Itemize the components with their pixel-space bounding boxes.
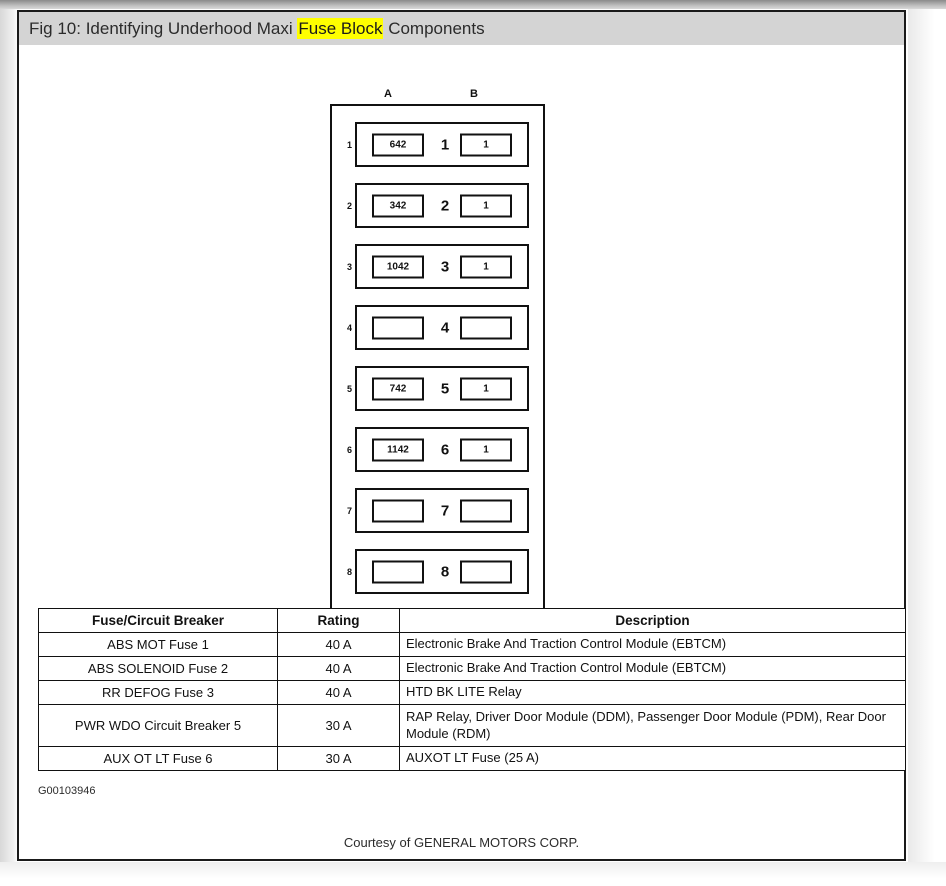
- figure-code: G00103946: [38, 785, 96, 797]
- backdrop-bottom-margin: [0, 862, 946, 886]
- fuse-slot-a: 1042: [372, 255, 424, 278]
- fuse-row-index: 7: [346, 505, 352, 516]
- column-header-b: B: [470, 88, 478, 100]
- cell-rating: 40 A: [277, 680, 400, 705]
- cell-rating: 40 A: [277, 632, 400, 657]
- cell-fuse-circuit-breaker: AUX OT LT Fuse 6: [38, 746, 278, 771]
- fuse-slot-a: 342: [372, 194, 424, 217]
- cell-rating: 40 A: [277, 656, 400, 681]
- cell-fuse-circuit-breaker: ABS SOLENOID Fuse 2: [38, 656, 278, 681]
- page-title: Fig 10: Identifying Underhood Maxi Fuse …: [29, 17, 485, 39]
- fuse-slot-a: [372, 560, 424, 583]
- cell-description: Electronic Brake And Traction Control Mo…: [399, 632, 906, 657]
- fuse-row-number: 4: [440, 319, 450, 336]
- fuse-row-number: 3: [440, 258, 450, 275]
- fuse-row-index: 6: [346, 444, 352, 455]
- fuse-slot-a: 742: [372, 377, 424, 400]
- fuse-slot-b: [460, 560, 512, 583]
- fuse-slot-a: [372, 316, 424, 339]
- title-prefix: Fig 10: Identifying Underhood Maxi: [29, 18, 298, 38]
- spec-table-head: Fuse/Circuit Breaker Rating Description: [38, 608, 906, 633]
- spec-table-header-row: Fuse/Circuit Breaker Rating Description: [38, 608, 906, 633]
- cell-fuse-circuit-breaker: RR DEFOG Fuse 3: [38, 680, 278, 705]
- cell-description: Electronic Brake And Traction Control Mo…: [399, 656, 906, 681]
- courtesy-line: Courtesy of GENERAL MOTORS CORP.: [343, 835, 580, 850]
- fuse-spec-table: Fuse/Circuit Breaker Rating Description …: [38, 608, 906, 771]
- column-header-a: A: [384, 88, 392, 100]
- cell-rating: 30 A: [277, 704, 400, 747]
- cell-rating: 30 A: [277, 746, 400, 771]
- fuse-row-index: 2: [346, 200, 352, 211]
- fuse-slot-b: 1: [460, 255, 512, 278]
- fuse-row-number: 6: [440, 441, 450, 458]
- fuse-row-index: 3: [346, 261, 352, 272]
- fuse-row-number: 8: [440, 563, 450, 580]
- fuse-slot-b: 1: [460, 194, 512, 217]
- cell-description: AUXOT LT Fuse (25 A): [399, 746, 906, 771]
- fuse-row-number: 2: [440, 197, 450, 214]
- backdrop-right-margin: [908, 9, 946, 886]
- fuse-row-number: 1: [440, 136, 450, 153]
- fuse-slot-b: 1: [460, 377, 512, 400]
- fuse-row-index: 4: [346, 322, 352, 333]
- fuse-slot-b: 1: [460, 133, 512, 156]
- fuse-slot-b: 1: [460, 438, 512, 461]
- fuse-row-number: 5: [440, 380, 450, 397]
- fuse-slot-a: [372, 499, 424, 522]
- fuse-row-index: 8: [346, 566, 352, 577]
- fuse-slot-b: [460, 499, 512, 522]
- column-header-description: Description: [399, 608, 906, 633]
- fuse-slot-a: 642: [372, 133, 424, 156]
- fuse-row-index: 1: [346, 139, 352, 150]
- column-header-fuse-circuit-breaker: Fuse/Circuit Breaker: [38, 608, 278, 633]
- title-highlight: Fuse Block: [297, 17, 384, 39]
- fuse-block-column-headers: A B: [330, 88, 545, 102]
- cell-description: HTD BK LITE Relay: [399, 680, 906, 705]
- cell-fuse-circuit-breaker: PWR WDO Circuit Breaker 5: [38, 704, 278, 747]
- fuse-slot-a: 1142: [372, 438, 424, 461]
- fuse-row-index: 5: [346, 383, 352, 394]
- title-suffix: Components: [383, 18, 485, 38]
- fuse-row-number: 7: [440, 502, 450, 519]
- backdrop-top-bar: [0, 0, 946, 9]
- cell-fuse-circuit-breaker: ABS MOT Fuse 1: [38, 632, 278, 657]
- figure-title-bar: Fig 10: Identifying Underhood Maxi Fuse …: [19, 12, 904, 45]
- cell-description: RAP Relay, Driver Door Module (DDM), Pas…: [399, 704, 906, 747]
- document-frame: Fig 10: Identifying Underhood Maxi Fuse …: [17, 10, 906, 861]
- column-header-rating: Rating: [277, 608, 400, 633]
- fuse-slot-b: [460, 316, 512, 339]
